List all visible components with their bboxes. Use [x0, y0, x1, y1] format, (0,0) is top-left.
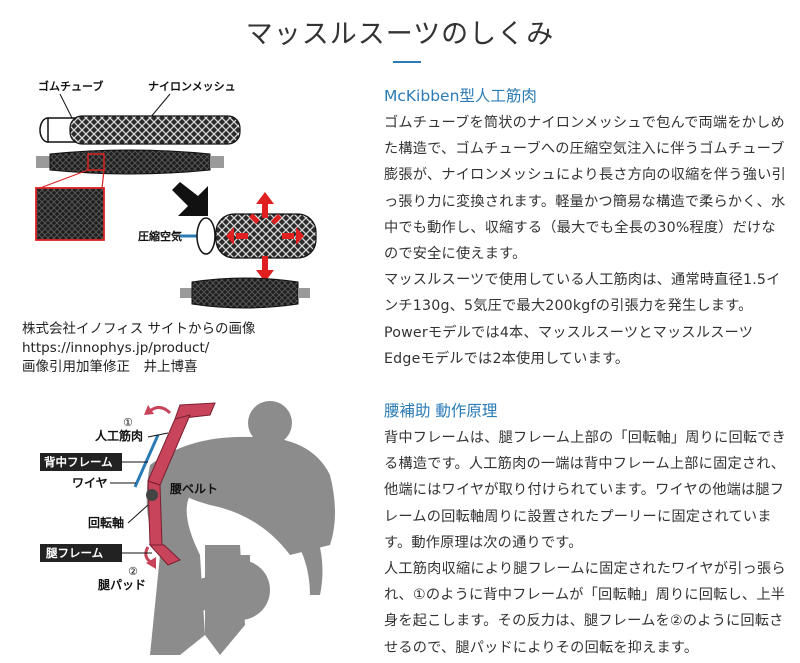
- paragraph: マッスルスーツで使用している人工筋肉は、通常時直径1.5インチ130g、5気圧で…: [384, 272, 781, 367]
- page-title: マッスルスーツのしくみ: [245, 19, 555, 50]
- paragraph: 背中フレームは、腿フレーム上部の「回転軸」周りに回転できる構造です。人工筋肉の一…: [384, 430, 787, 551]
- mckibben-muscle-figure: ゴムチューブ ナイロンメッシュ 圧縮空気: [35, 79, 317, 309]
- caption-line: 画像引用加筆修正 井上博喜: [22, 359, 198, 375]
- caption-url: https://innophys.jp/product/: [22, 340, 210, 356]
- image-credit-caption: 株式会社イノフィス サイトからの画像 https://innophys.jp/p…: [22, 320, 256, 377]
- back-frame-label: 背中フレーム: [44, 455, 113, 469]
- waist-assist-section: 腰補助 動作原理 背中フレームは、腿フレーム上部の「回転軸」周りに回転できる構造…: [384, 399, 789, 661]
- mckibben-section: McKibben型人工筋肉 ゴムチューブを筒状のナイロンメッシュで包んで両端をか…: [384, 84, 789, 372]
- compressed-air-label: 圧縮空気: [138, 229, 182, 243]
- nylon-mesh-label: ナイロンメッシュ: [148, 80, 236, 93]
- artificial-muscle-label: 人工筋肉: [95, 428, 143, 443]
- section-body: ゴムチューブを筒状のナイロンメッシュで包んで両端をかしめた構造で、ゴムチューブへ…: [384, 110, 789, 372]
- section-heading: McKibben型人工筋肉: [384, 87, 537, 105]
- rotation-1-number: ①: [123, 416, 133, 429]
- waist-belt-label: 腰ベルト: [169, 481, 218, 496]
- wire-label: ワイヤ: [72, 476, 108, 490]
- muscle-suit-figure: ① 人工筋肉 背中フレーム ワイヤ 腰ベルト 回転軸 腿フレーム ② 腿パッド: [40, 401, 335, 655]
- rotation-axis-label: 回転軸: [88, 515, 124, 530]
- thigh-frame-label: 腿フレーム: [46, 546, 104, 560]
- paragraph: ゴムチューブを筒状のナイロンメッシュで包んで両端をかしめた構造で、ゴムチューブへ…: [384, 115, 786, 263]
- title-underline: [393, 61, 421, 63]
- section-body: 背中フレームは、腿フレーム上部の「回転軸」周りに回転できる構造です。人工筋肉の一…: [384, 425, 789, 661]
- section-heading: 腰補助 動作原理: [384, 402, 498, 420]
- paragraph: 人工筋肉収縮により腿フレームに固定されたワイヤが引っ張られ、①のように背中フレー…: [384, 561, 786, 656]
- rotation-2-number: ②: [128, 565, 138, 578]
- thigh-pad-label: 腿パッド: [98, 577, 146, 592]
- rubber-tube-label: ゴムチューブ: [38, 79, 103, 93]
- caption-line: 株式会社イノフィス サイトからの画像: [22, 321, 256, 337]
